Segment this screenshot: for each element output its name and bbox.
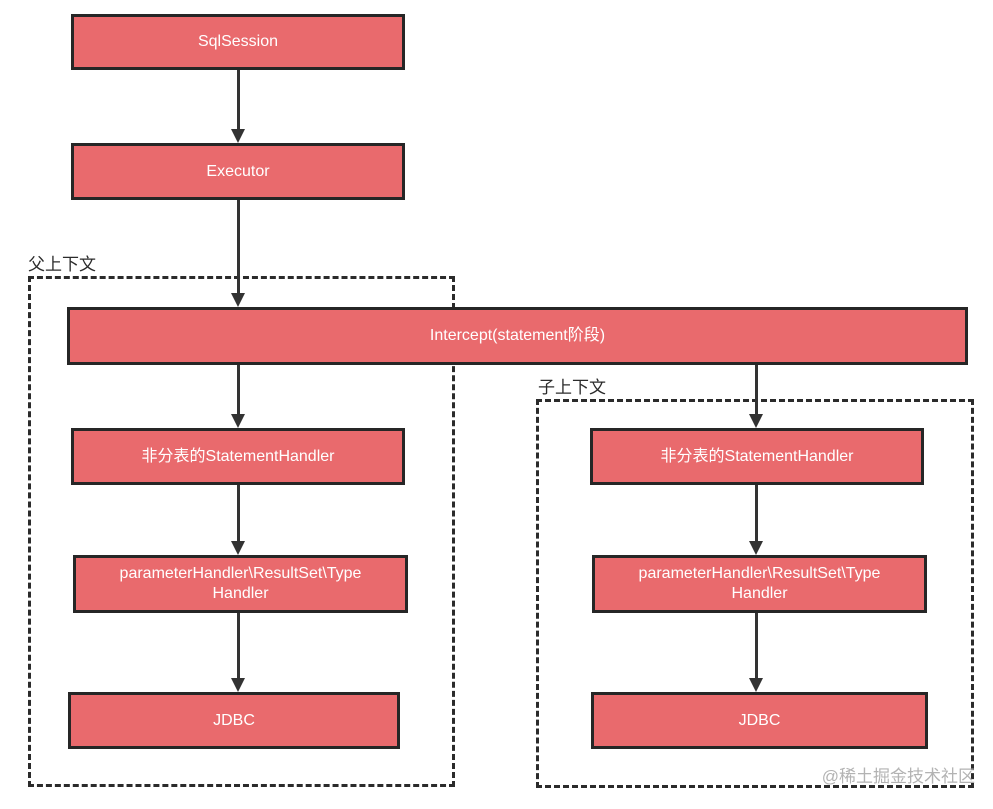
- arrow-head-icon: [231, 293, 245, 307]
- arrow-child-handler-to-param: [749, 485, 763, 555]
- arrow-head-icon: [749, 678, 763, 692]
- arrow-stem: [754, 613, 758, 680]
- node-label: JDBC: [738, 711, 781, 729]
- arrow-executor-to-intercept: [231, 200, 245, 307]
- node-parent-param-handler: parameterHandler\ResultSet\Type Handler: [73, 555, 408, 613]
- node-label: SqlSession: [197, 33, 279, 50]
- arrow-head-icon: [749, 541, 763, 555]
- arrow-head-icon: [231, 129, 245, 143]
- node-label: 非分表的StatementHandler: [141, 447, 335, 465]
- node-label-line1: parameterHandler\ResultSet\Type: [119, 565, 362, 582]
- arrow-sqlsession-to-executor: [231, 70, 245, 143]
- arrow-intercept-to-parent-handler: [231, 365, 245, 428]
- node-label: Intercept(statement阶段): [429, 327, 606, 344]
- node-label-line2: Handler: [212, 585, 269, 602]
- node-label: JDBC: [213, 711, 255, 729]
- arrow-parent-param-to-jdbc: [231, 613, 245, 692]
- arrow-stem: [236, 613, 240, 680]
- arrow-head-icon: [231, 414, 245, 428]
- arrow-intercept-to-child-handler: [749, 365, 763, 428]
- parent-context-box: [28, 276, 455, 787]
- node-child-param-handler: parameterHandler\ResultSet\Type Handler: [592, 555, 927, 613]
- arrow-stem: [754, 485, 758, 543]
- arrow-stem: [236, 365, 240, 416]
- arrow-parent-handler-to-param: [231, 485, 245, 555]
- arrow-head-icon: [749, 414, 763, 428]
- arrow-child-param-to-jdbc: [749, 613, 763, 692]
- watermark: @稀土掘金技术社区: [821, 767, 975, 786]
- node-parent-statement-handler: 非分表的StatementHandler: [71, 428, 405, 485]
- node-label: Executor: [206, 162, 270, 180]
- arrow-stem: [236, 70, 240, 131]
- node-executor: Executor: [71, 143, 405, 200]
- node-label-line1: parameterHandler\ResultSet\Type: [638, 565, 881, 582]
- child-context-label: 子上下文: [538, 378, 606, 397]
- arrow-stem: [754, 365, 758, 416]
- arrow-head-icon: [231, 541, 245, 555]
- parent-context-label: 父上下文: [28, 255, 96, 274]
- node-parent-jdbc: JDBC: [68, 692, 400, 749]
- node-child-jdbc: JDBC: [591, 692, 928, 749]
- node-label-line2: Handler: [731, 585, 788, 602]
- node-label: 非分表的StatementHandler: [660, 447, 854, 465]
- node-sqlsession: SqlSession: [71, 14, 405, 70]
- arrow-stem: [236, 485, 240, 543]
- arrow-head-icon: [231, 678, 245, 692]
- node-intercept: Intercept(statement阶段): [67, 307, 968, 365]
- node-child-statement-handler: 非分表的StatementHandler: [590, 428, 924, 485]
- arrow-stem: [236, 200, 240, 295]
